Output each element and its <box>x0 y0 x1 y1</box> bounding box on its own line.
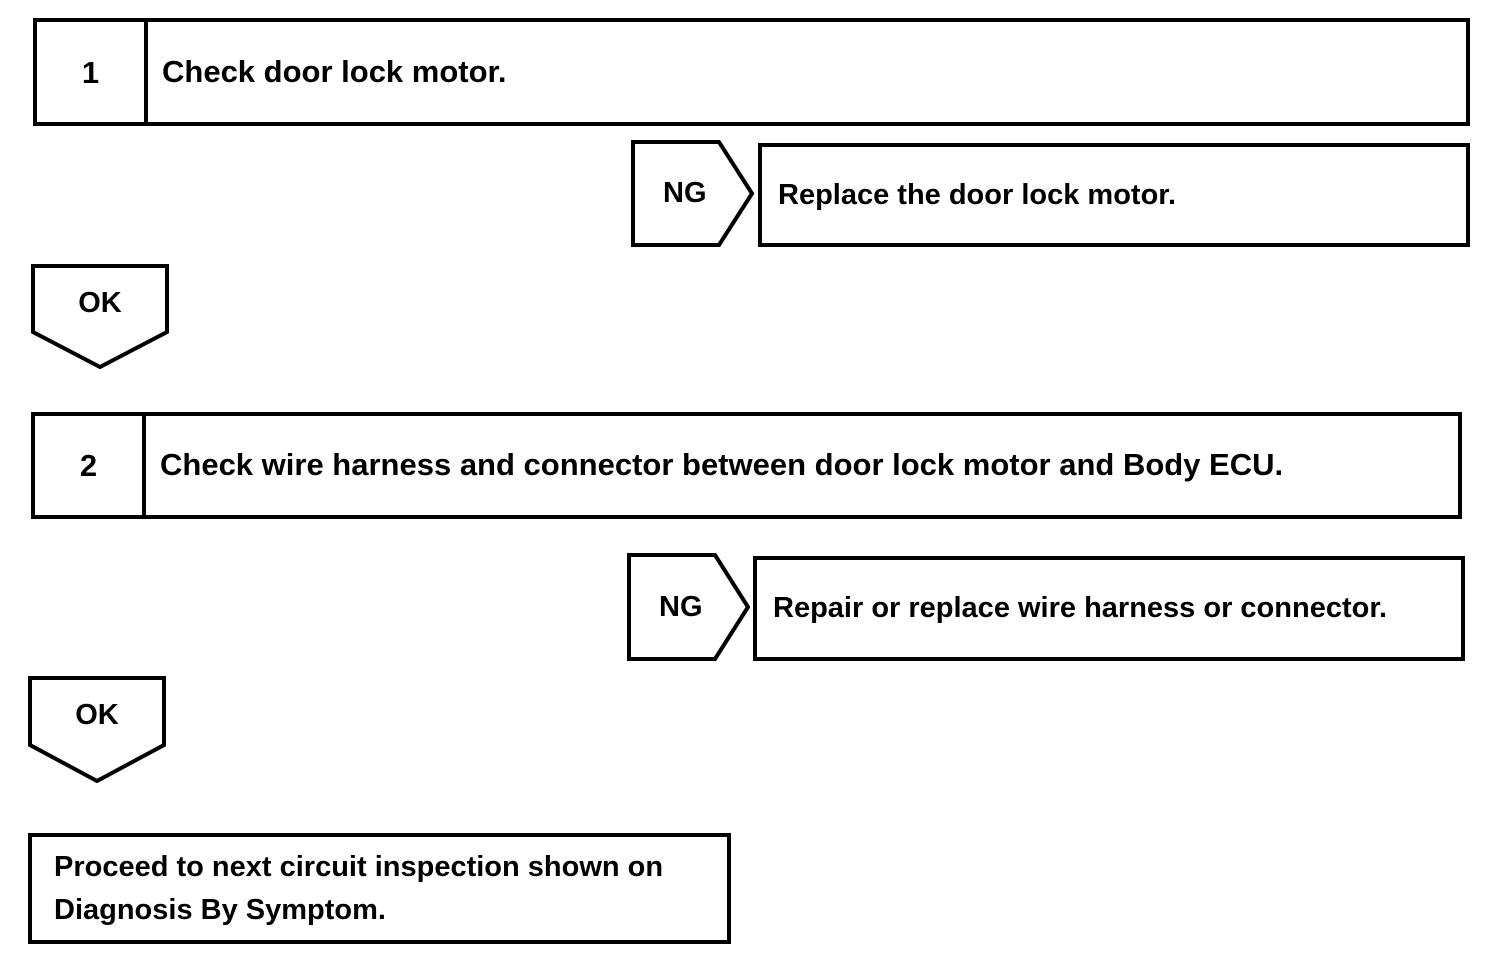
final-result-box[interactable]: Proceed to next circuit inspection shown… <box>28 833 731 944</box>
ng-action-box-2[interactable]: Repair or replace wire harness or connec… <box>753 556 1465 661</box>
step-box-1[interactable]: 1 Check door lock motor. <box>33 18 1470 126</box>
ok-pentagon-1: OK <box>31 264 169 369</box>
step-instruction-2: Check wire harness and connector between… <box>160 447 1284 483</box>
ng-action-text-1: Replace the door lock motor. <box>778 178 1177 211</box>
final-result-line-2: Diagnosis By Symptom. <box>54 893 386 926</box>
ok-label-1: OK <box>78 287 122 319</box>
step-instruction-1: Check door lock motor. <box>162 53 507 89</box>
ng-action-box-1[interactable]: Replace the door lock motor. <box>758 143 1470 247</box>
step-text-cell-1: Check door lock motor. <box>148 22 1466 122</box>
ok-label-2: OK <box>75 699 119 731</box>
ng-label-1: NG <box>663 177 707 209</box>
step-number-1: 1 <box>81 54 100 90</box>
ng-action-text-2: Repair or replace wire harness or connec… <box>773 592 1388 625</box>
step-text-cell-2: Check wire harness and connector between… <box>146 416 1458 515</box>
ng-arrow-2: NG <box>627 553 750 661</box>
final-result-line-1: Proceed to next circuit inspection shown… <box>54 851 664 884</box>
ok-pentagon-shape-icon <box>31 264 169 369</box>
ok-pentagon-shape-icon <box>28 676 166 783</box>
step-number-2: 2 <box>79 448 98 483</box>
ng-label-2: NG <box>659 590 703 623</box>
step-box-2[interactable]: 2 Check wire harness and connector betwe… <box>31 412 1462 519</box>
ng-arrow-1: NG <box>631 140 754 247</box>
ng-arrow-shape-icon <box>627 553 750 661</box>
step-number-cell-1: 1 <box>37 22 148 122</box>
ok-pentagon-2: OK <box>28 676 166 783</box>
ng-arrow-shape-icon <box>631 140 754 247</box>
step-number-cell-2: 2 <box>35 416 146 515</box>
